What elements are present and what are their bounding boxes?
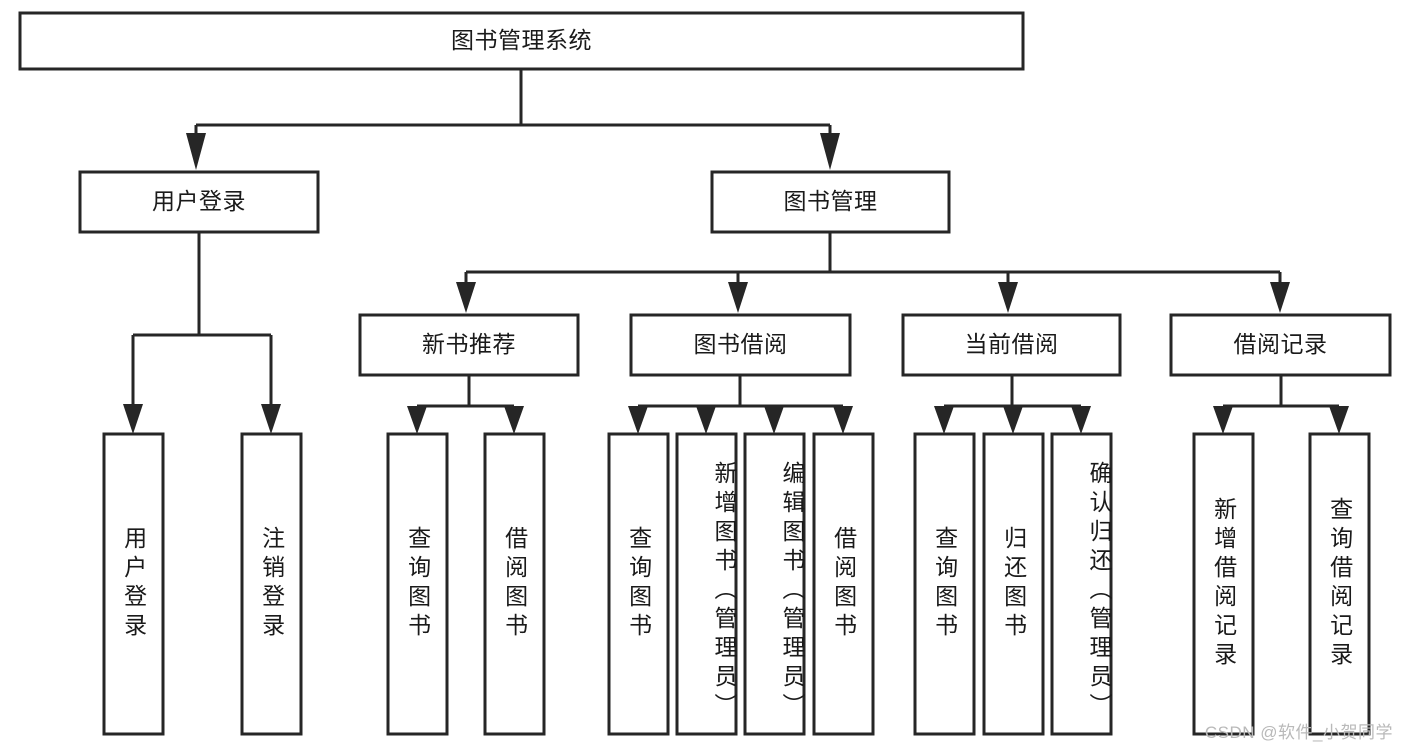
node-level1-1-box[interactable] bbox=[710, 170, 951, 234]
arrowhead-bookborrow-1 bbox=[696, 406, 716, 434]
arrowhead-bookborrow-0 bbox=[628, 406, 648, 434]
arrowhead-borrowrec-0 bbox=[1213, 406, 1233, 434]
arrowhead-curborrow-2 bbox=[1071, 406, 1091, 434]
node-leaf-bookborrow-0-box[interactable] bbox=[607, 432, 670, 736]
node-leaf-curborrow-1-box[interactable] bbox=[982, 432, 1045, 736]
arrowhead-level2-3 bbox=[1270, 282, 1290, 313]
node-leaf-bookborrow-1-box[interactable] bbox=[675, 432, 738, 736]
node-leaf-userlogin-1-box[interactable] bbox=[240, 432, 303, 736]
node-root-box[interactable] bbox=[18, 11, 1025, 71]
node-leaf-curborrow-2-box[interactable] bbox=[1050, 432, 1113, 736]
arrowhead-level2-1 bbox=[728, 282, 748, 313]
node-leaf-newbook-1-box[interactable] bbox=[483, 432, 546, 736]
arrowhead-curborrow-1 bbox=[1003, 406, 1023, 434]
node-leaf-borrowrec-1-box[interactable] bbox=[1308, 432, 1371, 736]
arrowhead-level2-0 bbox=[456, 282, 476, 313]
node-level2-1-box[interactable] bbox=[629, 313, 852, 377]
node-leaf-bookborrow-2-box[interactable] bbox=[743, 432, 806, 736]
node-level1-0-box[interactable] bbox=[78, 170, 320, 234]
arrowhead-borrowrec-1 bbox=[1329, 406, 1349, 434]
node-leaf-borrowrec-0-box[interactable] bbox=[1192, 432, 1255, 736]
arrowhead-bookborrow-3 bbox=[833, 406, 853, 434]
arrowhead-level1-0 bbox=[186, 133, 206, 170]
arrowhead-userlogin-0 bbox=[123, 404, 143, 434]
node-level2-0-box[interactable] bbox=[358, 313, 580, 377]
arrowhead-level1-1 bbox=[820, 133, 840, 170]
arrowhead-level2-2 bbox=[998, 282, 1018, 313]
arrowhead-curborrow-0 bbox=[934, 406, 954, 434]
arrowhead-bookborrow-2 bbox=[764, 406, 784, 434]
node-leaf-curborrow-0-box[interactable] bbox=[913, 432, 976, 736]
node-leaf-bookborrow-3-box[interactable] bbox=[812, 432, 875, 736]
arrowhead-userlogin-1 bbox=[261, 404, 281, 434]
node-level2-2-box[interactable] bbox=[901, 313, 1122, 377]
arrowhead-newbook-0 bbox=[407, 406, 427, 434]
node-level2-3-box[interactable] bbox=[1169, 313, 1392, 377]
node-leaf-userlogin-0-box[interactable] bbox=[102, 432, 165, 736]
arrowhead-newbook-1 bbox=[504, 406, 524, 434]
node-leaf-newbook-0-box[interactable] bbox=[386, 432, 449, 736]
watermark-label: CSDN @软件_小贺同学 bbox=[1204, 723, 1393, 742]
